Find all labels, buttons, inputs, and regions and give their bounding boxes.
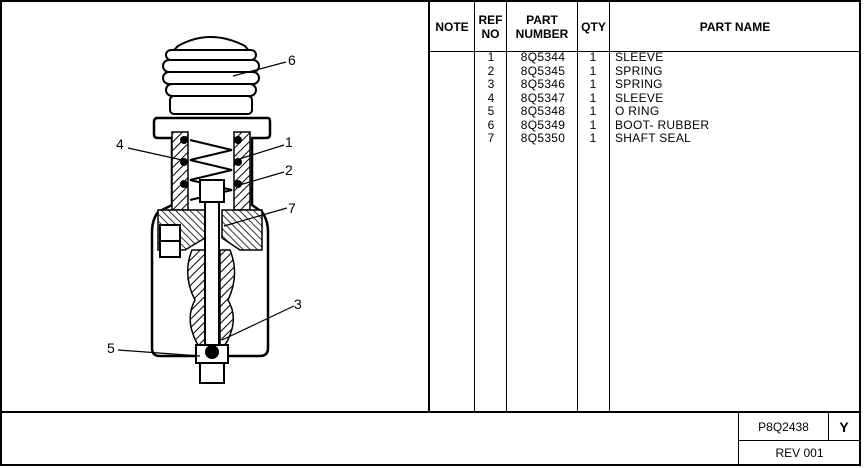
header-ref: REF NO [475,4,506,50]
row-5-part-number: 8Q5348 [520,104,566,118]
footer-box-left [738,413,739,466]
callout-1: 1 [285,134,293,150]
row-6-name: BOOT- RUBBER [615,117,710,132]
header-part-number: PART NUMBER [507,4,577,50]
drawing-suffix: Y [839,419,849,435]
row-2-ref: 2 [487,63,495,78]
row-7-part-number: 8Q5350 [520,131,566,145]
rubber-boot [162,36,260,115]
row-6-qty: 1 [589,117,597,132]
col-line-ref [506,0,507,412]
header-note: NOTE [435,20,469,34]
row-4-name: SLEEVE [615,90,664,105]
row-5-qty: 1 [589,104,597,118]
spring [189,139,233,201]
row-1-part-number: 8Q5344 [520,50,566,64]
side-port [159,224,181,258]
col-line-qty [609,0,610,412]
leader-lines [117,61,295,357]
row-7-name: SHAFT SEAL [615,131,692,145]
callout-2: 2 [285,162,293,178]
row-3-qty: 1 [589,77,597,91]
drawing-number: P8Q2438 [758,420,809,434]
col-line-part [577,0,578,412]
header-ref-line2: NO [481,27,500,41]
row-6-part-number: 8Q5349 [520,117,566,132]
header-part-name: PART NAME [699,20,771,34]
callout-6: 6 [288,52,296,68]
row-3-ref: 3 [487,77,495,91]
row-3-name: SPRING [615,77,663,91]
header-part-line2: NUMBER [515,27,569,41]
header-qty: QTY [581,20,606,34]
plunger [195,179,229,384]
row-5-ref: 5 [487,104,495,118]
callout-4: 4 [116,136,124,152]
col-line-note [474,0,475,412]
row-4-ref: 4 [487,90,495,105]
footer-box-mid [738,440,860,441]
row-7-ref: 7 [487,131,495,145]
callout-5: 5 [107,340,115,356]
row-1-qty: 1 [589,50,597,64]
row-2-name: SPRING [615,63,663,78]
row-2-part-number: 8Q5345 [520,63,566,78]
footer-box-suffix [828,413,829,440]
header-part-line1: PART [526,13,558,27]
footer-line [0,411,861,413]
row-4-part-number: 8Q5347 [520,90,566,105]
spring-coils [180,136,242,188]
row-5-name: O RING [615,104,660,118]
table-header-line [430,51,860,52]
row-4-qty: 1 [589,90,597,105]
callout-7: 7 [288,200,296,216]
illustration-divider [428,0,430,412]
row-6-ref: 6 [487,117,495,132]
header-ref-line1: REF [478,13,503,27]
row-3-part-number: 8Q5346 [520,77,566,91]
row-2-qty: 1 [589,63,597,78]
valve-cross-section-illustration [117,36,295,384]
row-1-name: SLEEVE [615,50,664,64]
callout-3: 3 [294,296,302,312]
row-7-qty: 1 [589,131,597,145]
row-1-ref: 1 [487,50,495,64]
revision: REV 001 [775,446,824,460]
